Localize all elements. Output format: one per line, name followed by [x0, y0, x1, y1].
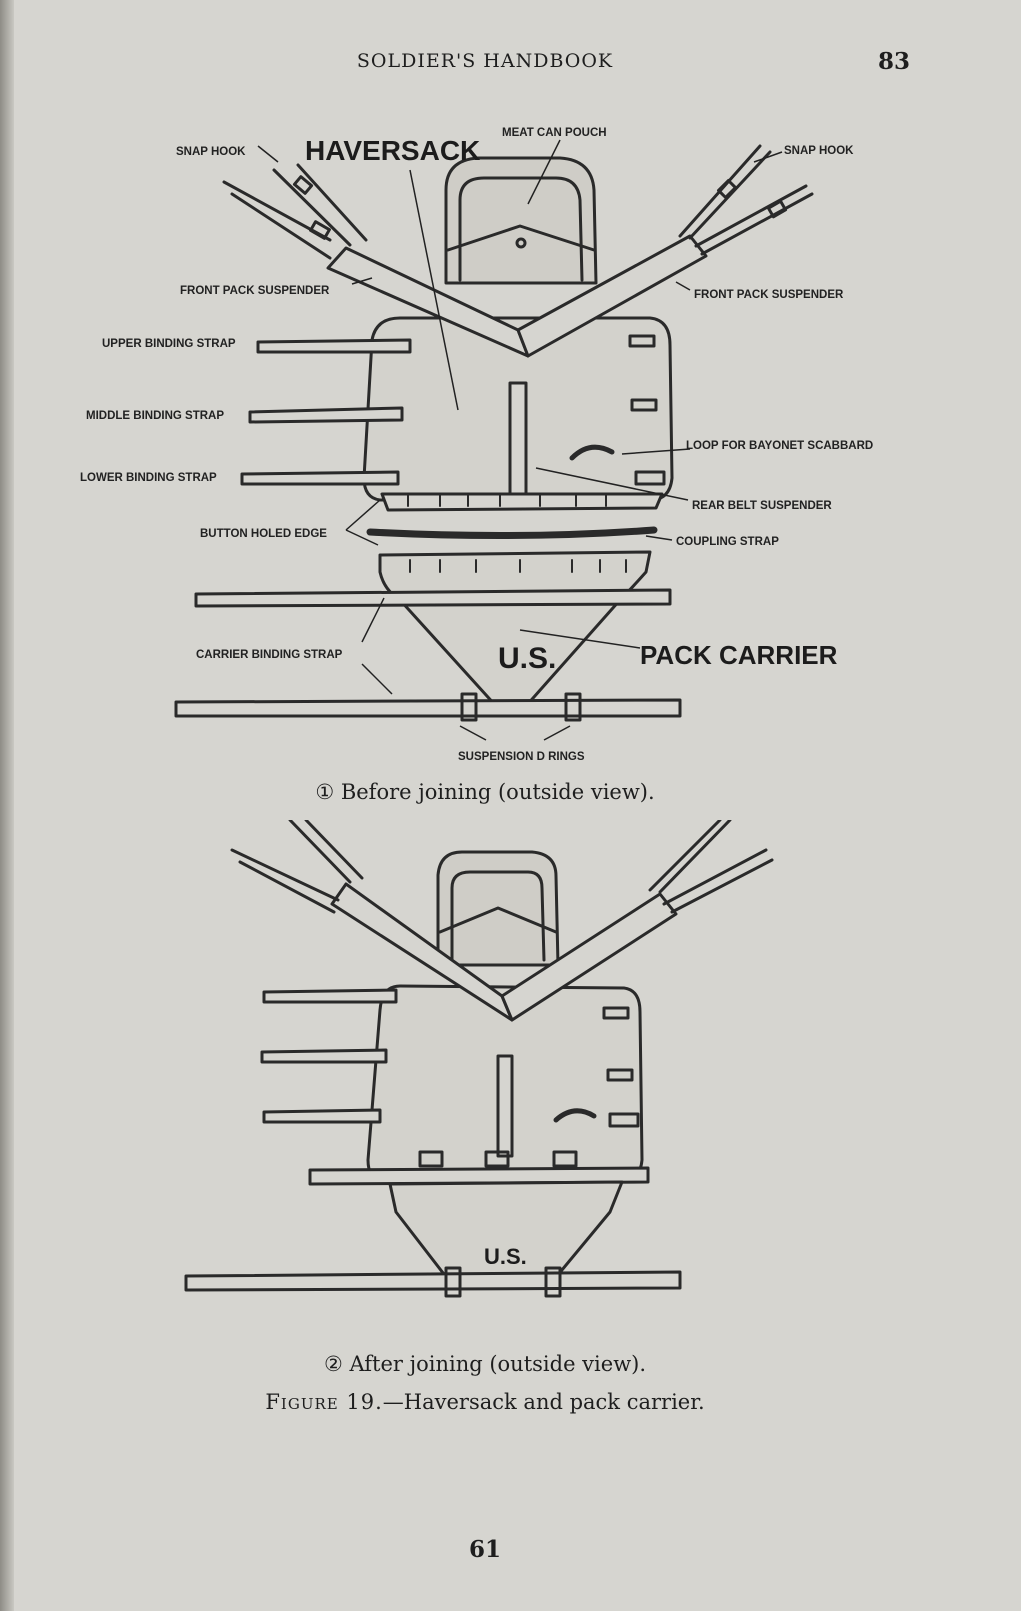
label-lower-binding-strap: LOWER BINDING STRAP — [80, 472, 217, 484]
binding-strap-lower-joined — [262, 1108, 382, 1124]
label-coupling-strap: COUPLING STRAP — [676, 536, 779, 548]
label-suspension-d-rings: SUSPENSION D RINGS — [458, 751, 585, 763]
figure-before-joining: SNAP HOOK HAVERSACK MEAT CAN POUCH SNAP … — [80, 127, 873, 763]
label-us-mark-after: U.S. — [484, 1244, 527, 1269]
carrier-binding-strap-lower-joined — [184, 1270, 682, 1292]
label-meat-can-pouch: MEAT CAN POUCH — [502, 127, 607, 139]
figure-after-joining: U.S. — [184, 820, 774, 1298]
binding-strap-upper-joined — [262, 988, 398, 1004]
bayonet-loop-drawing — [569, 444, 615, 461]
pack-carrier-drawing — [378, 550, 652, 708]
label-loop-for-bayonet-scabbard: LOOP FOR BAYONET SCABBARD — [686, 440, 873, 452]
label-pack-carrier-title: PACK CARRIER — [640, 640, 838, 670]
footer-page-number: 61 — [468, 1536, 501, 1563]
page-edge — [0, 0, 14, 1611]
button-holed-edge-top — [380, 492, 664, 512]
label-snap-hook-left: SNAP HOOK — [176, 146, 246, 158]
label-rear-belt-suspender: REAR BELT SUSPENDER — [692, 500, 832, 512]
upper-binding-strap-drawing — [256, 338, 412, 354]
running-header-title: SOLDIER'S HANDBOOK — [356, 50, 614, 72]
label-snap-hook-right: SNAP HOOK — [784, 145, 854, 157]
binding-strap-middle-joined — [260, 1048, 388, 1064]
middle-binding-strap-drawing — [248, 406, 404, 424]
figure-caption: Figure 19.—Haversack and pack carrier. — [0, 1390, 970, 1414]
label-middle-binding-strap: MIDDLE BINDING STRAP — [86, 410, 224, 422]
carrier-binding-strap-upper — [194, 588, 672, 608]
caption-after-joining: ② After joining (outside view). — [323, 1352, 647, 1376]
rear-belt-suspender-joined — [496, 1054, 514, 1158]
label-carrier-binding-strap: CARRIER BINDING STRAP — [196, 649, 343, 661]
label-front-pack-suspender-right: FRONT PACK SUSPENDER — [694, 289, 844, 301]
label-button-holed-edge: BUTTON HOLED EDGE — [200, 528, 327, 540]
rear-belt-suspender-drawing — [508, 381, 528, 497]
caption-before-joining: ① Before joining (outside view). — [315, 780, 655, 804]
figure-caption-prefix: Figure 19. — [265, 1390, 383, 1414]
meat-can-pouch-drawing — [444, 156, 598, 285]
running-header-page-number: 83 — [878, 48, 911, 75]
lower-binding-strap-drawing — [240, 470, 400, 486]
label-us-mark-before: U.S. — [498, 642, 556, 675]
carrier-binding-strap-lower — [174, 698, 682, 718]
suspender-right-joined — [500, 892, 678, 1022]
label-upper-binding-strap: UPPER BINDING STRAP — [102, 338, 236, 350]
suspension-d-ring-left — [460, 692, 478, 722]
carrier-binding-strap-upper-joined — [308, 1166, 650, 1186]
label-front-pack-suspender-left: FRONT PACK SUSPENDER — [180, 285, 330, 297]
front-pack-suspender-right — [516, 234, 708, 358]
coupling-strap-drawing — [366, 526, 658, 540]
suspension-d-ring-right — [564, 692, 582, 722]
label-haversack-title: HAVERSACK — [305, 135, 480, 166]
figure-caption-text: —Haversack and pack carrier. — [382, 1390, 705, 1414]
